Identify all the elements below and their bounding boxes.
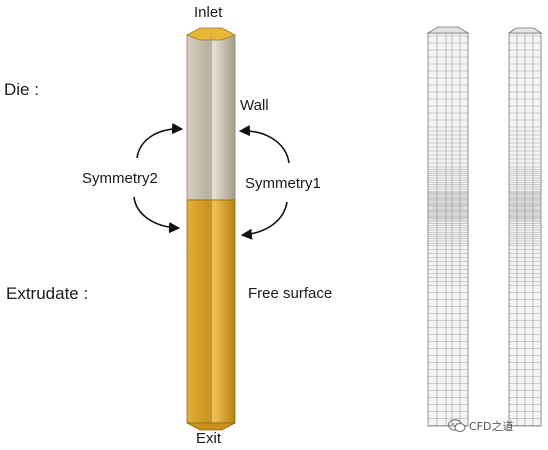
inlet-label: Inlet xyxy=(194,4,223,21)
extrudate-label: Extrudate : xyxy=(6,284,89,303)
watermark: CFD之道 xyxy=(448,418,513,434)
column-3d xyxy=(186,27,236,431)
free-surface-label: Free surface xyxy=(248,285,333,302)
symmetry2-label: Symmetry2 xyxy=(82,170,158,187)
arrow-upper-left xyxy=(136,122,184,159)
exit-face xyxy=(186,422,236,431)
wechat-logo-icon xyxy=(448,419,466,433)
arrow-upper-right xyxy=(238,125,290,164)
arrow-lower-right xyxy=(240,201,288,240)
arrow-lower-left xyxy=(133,196,181,234)
symmetry-arrows xyxy=(133,122,290,240)
mesh-column-a xyxy=(426,26,470,427)
mesh-column-b xyxy=(507,27,543,427)
symmetry1-label: Symmetry1 xyxy=(245,175,321,192)
watermark-text: CFD之道 xyxy=(469,420,514,433)
exit-label: Exit xyxy=(196,430,222,447)
wall-label: Wall xyxy=(240,97,269,114)
inlet-face xyxy=(186,27,236,41)
die-label: Die : xyxy=(4,80,39,99)
